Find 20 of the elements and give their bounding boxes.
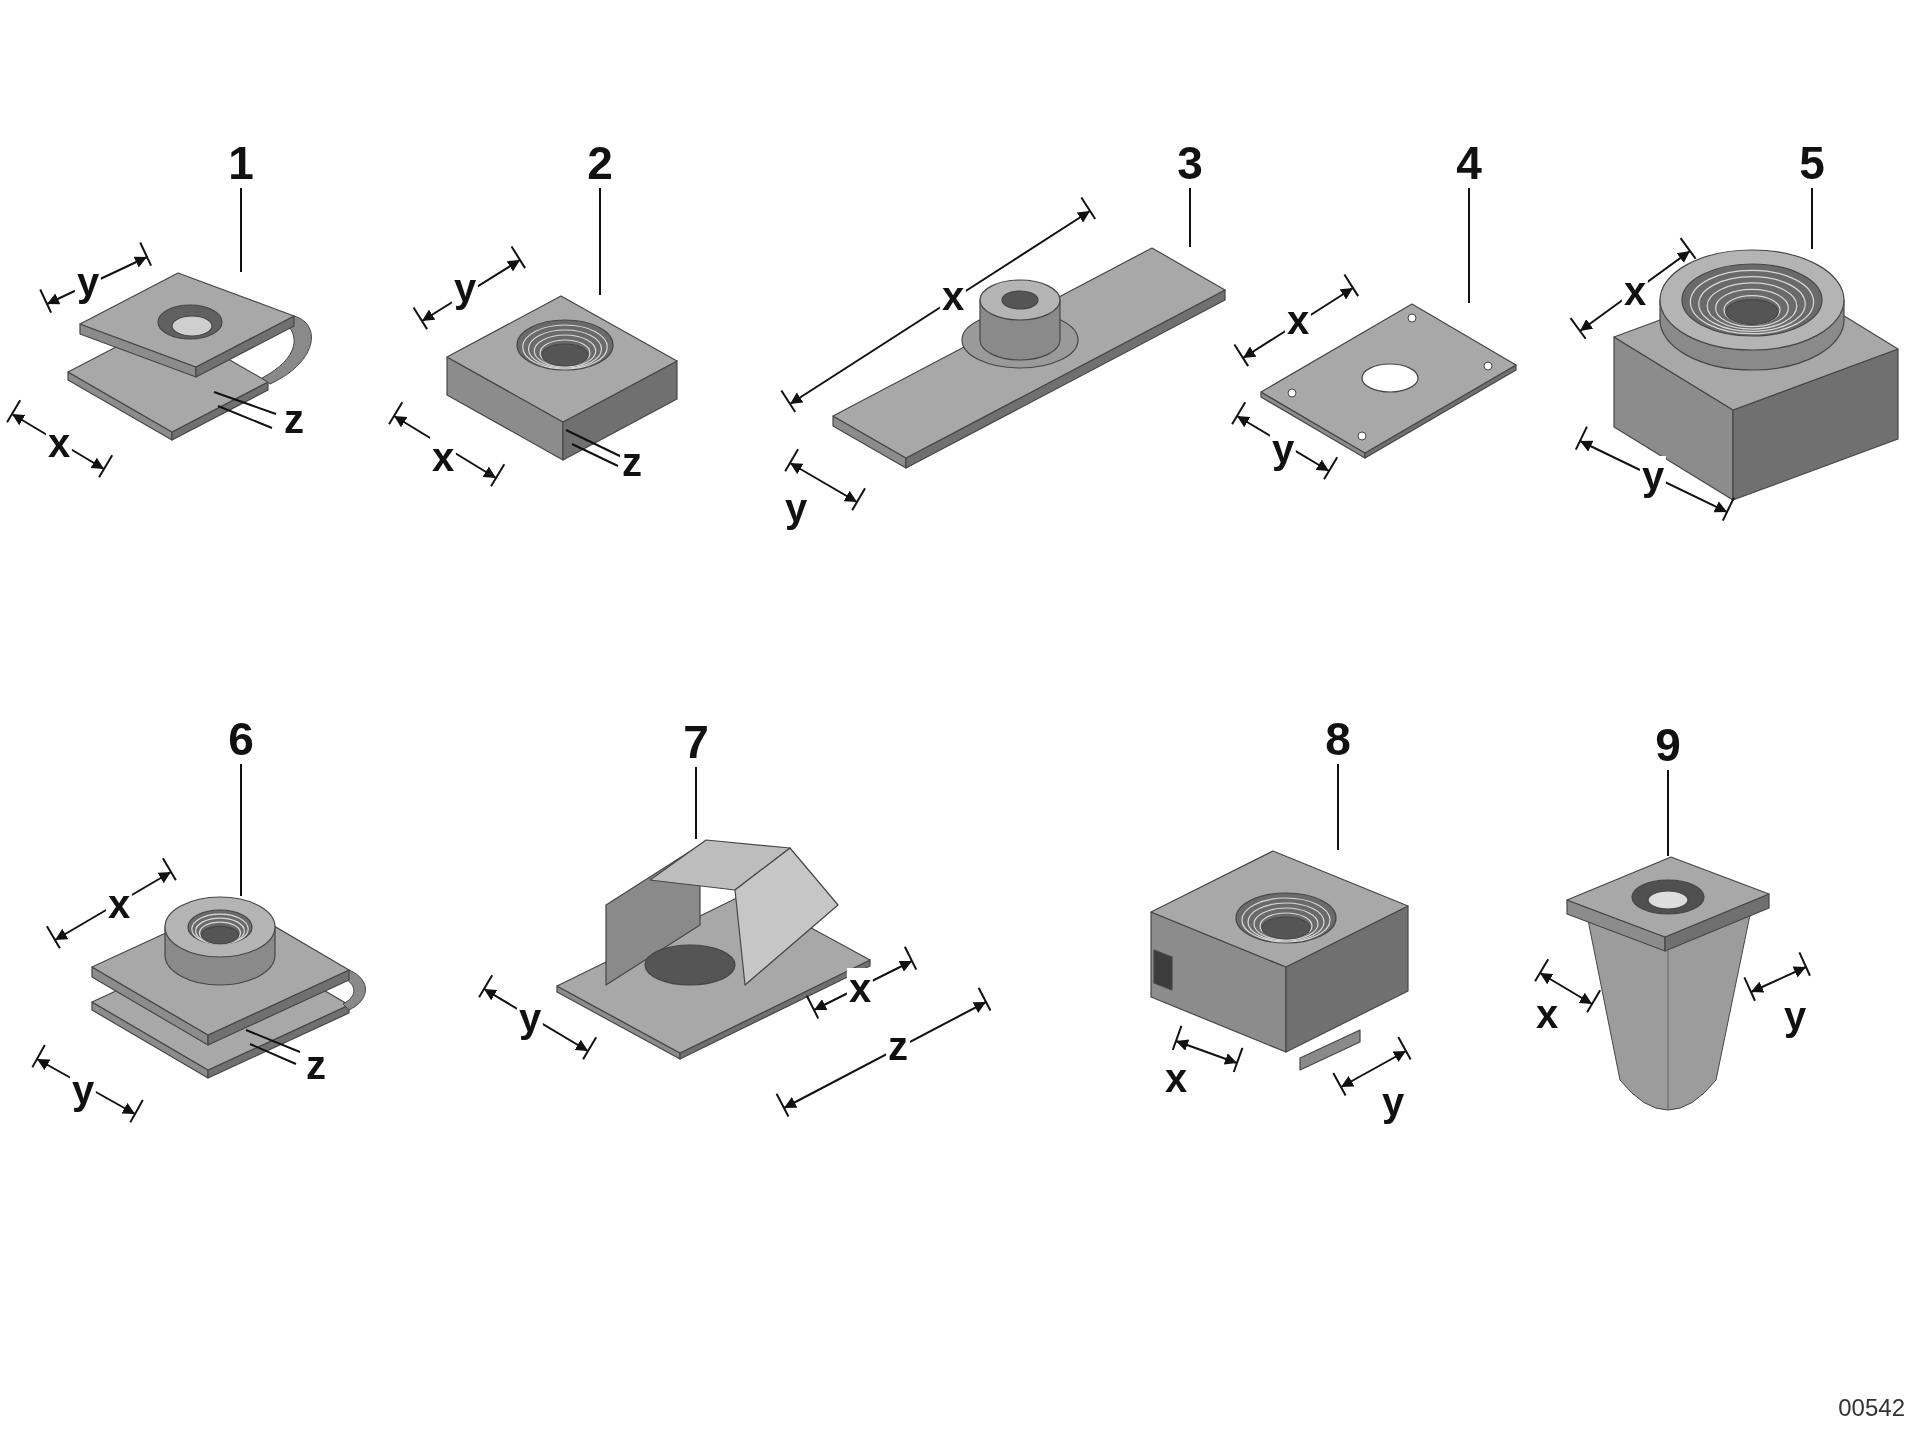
callout-number: 9 <box>1655 722 1681 768</box>
callout-number: 4 <box>1456 140 1482 186</box>
leader-line <box>1468 187 1470 304</box>
callout-number: 7 <box>683 719 709 765</box>
callout-number: 2 <box>587 140 613 186</box>
callout-number: 3 <box>1177 140 1203 186</box>
leader-line <box>240 187 242 273</box>
leader-line <box>1337 763 1339 851</box>
leader-line <box>599 187 601 296</box>
leader-line <box>1667 769 1669 857</box>
callout-number: 1 <box>228 140 254 186</box>
leader-line <box>695 766 697 840</box>
callout-number: 5 <box>1799 140 1825 186</box>
leader-line <box>1811 187 1813 250</box>
leader-line <box>1189 187 1191 248</box>
callout-number: 8 <box>1325 716 1351 762</box>
dimension-label: y <box>1639 456 1667 496</box>
leader-line <box>240 763 242 897</box>
callout-number: 6 <box>228 716 254 762</box>
drawing-number: 00542 <box>1838 1396 1905 1420</box>
